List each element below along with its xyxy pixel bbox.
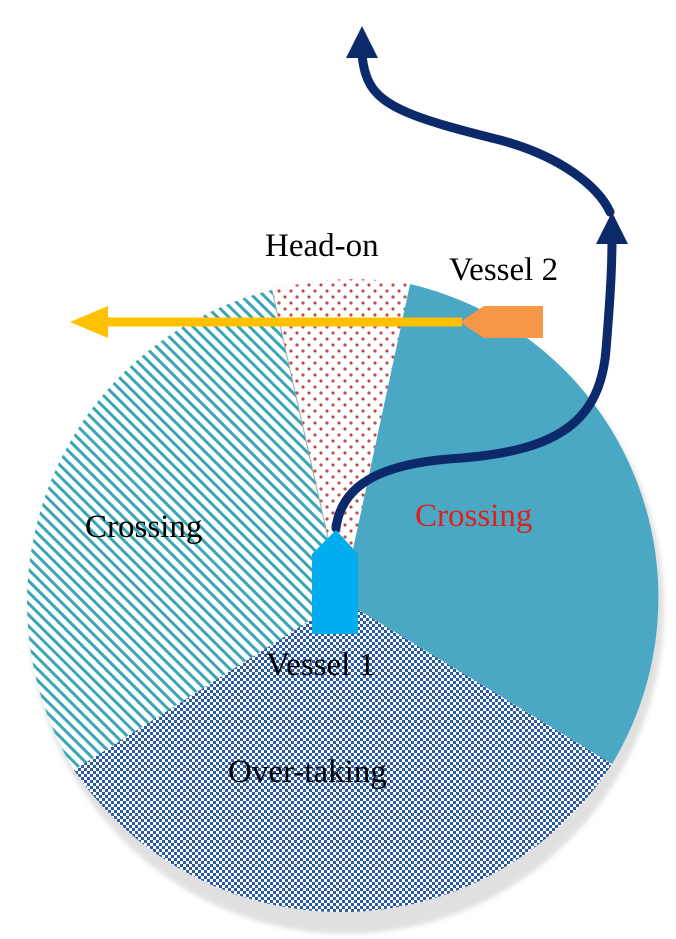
- vessel1-path-continuation: [357, 41, 615, 217]
- vessel1-path-end-arrowhead: [346, 26, 378, 58]
- vessel2-path-arrowhead: [70, 306, 108, 338]
- vessel1-label: Vessel 1: [266, 647, 375, 683]
- vessel2-label: Vessel 2: [449, 252, 558, 288]
- crossing-left-label: Crossing: [85, 509, 202, 545]
- vessel1-path: [331, 233, 617, 533]
- crossing-right-label: Crossing: [415, 498, 532, 534]
- overtaking-label: Over-taking: [228, 754, 387, 790]
- crossing-left-sector: [27, 290, 342, 770]
- vessel2-ship-icon: [460, 306, 543, 338]
- head-on-label: Head-on: [265, 228, 379, 264]
- head-on-sector: [272, 279, 410, 600]
- crossing-right-sector: [342, 284, 659, 764]
- overtaking-sector: [74, 600, 612, 913]
- vessel1-path-arrowhead: [596, 212, 628, 244]
- vessel1-ship-icon: [312, 530, 358, 634]
